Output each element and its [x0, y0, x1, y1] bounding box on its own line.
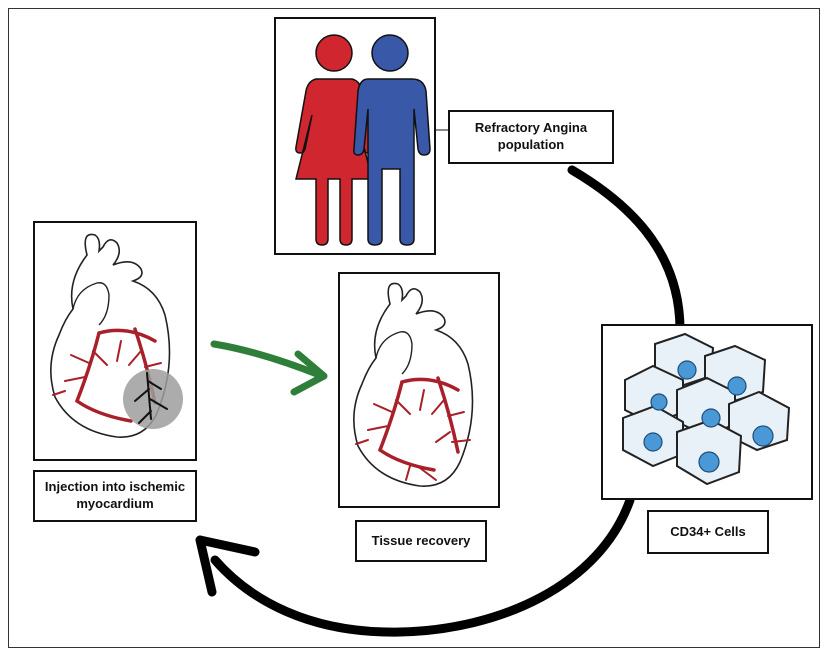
curved-arrow-icon — [567, 165, 685, 335]
figure-frame — [8, 8, 820, 648]
refractory-angina-text: Refractory Angina population — [474, 120, 588, 152]
cd34-cells-label: CD34+ Cells — [647, 510, 769, 554]
tissue-recovery-panel — [338, 272, 500, 508]
ischemic-area — [123, 369, 183, 429]
population-panel — [274, 17, 436, 255]
injection-label: Injection into ischemic myocardium — [33, 470, 197, 522]
refractory-angina-label: Refractory Angina population — [448, 110, 614, 164]
heart-icon — [50, 233, 183, 438]
curved-arrow-icon — [210, 495, 635, 637]
tissue-recovery-label: Tissue recovery — [355, 520, 487, 562]
cd34-cells-text: CD34+ Cells — [670, 523, 746, 539]
cd34-cells-panel — [601, 324, 813, 500]
cell-cluster-icon — [622, 332, 791, 486]
arrowhead-icon — [195, 535, 260, 597]
injection-panel — [33, 221, 197, 461]
heart-icon — [353, 282, 474, 487]
man-icon — [353, 34, 431, 246]
tissue-recovery-text: Tissue recovery — [371, 532, 471, 548]
injection-text: Injection into ischemic myocardium — [44, 479, 186, 511]
population-illustration — [295, 34, 431, 246]
woman-icon — [295, 34, 373, 246]
